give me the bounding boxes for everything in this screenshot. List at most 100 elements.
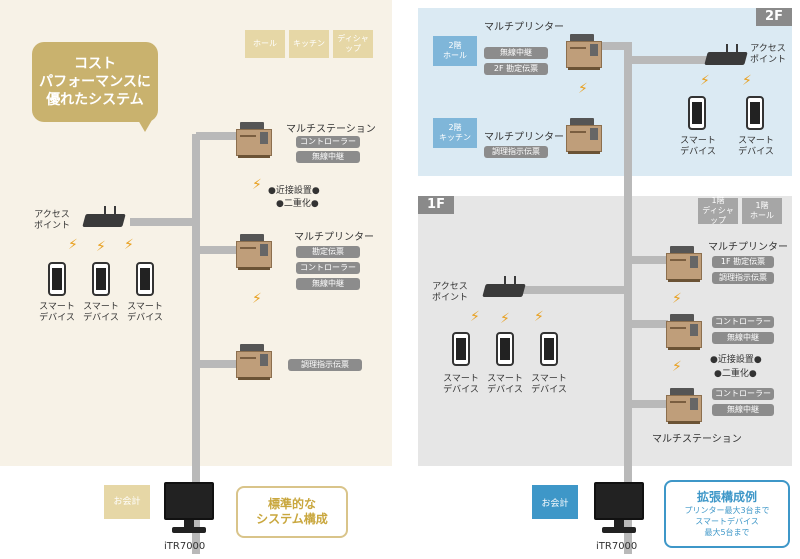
multi-station-icon — [666, 314, 702, 350]
pill-1f-account-slip: 1F 勘定伝票 — [712, 256, 774, 268]
wireless-spark-icon: ⚡ — [578, 81, 588, 97]
smart-device-label: スマートデバイス — [531, 374, 567, 395]
branch-line-1f-station2 — [628, 400, 668, 408]
redundancy-line1: ●近接設置● — [710, 355, 762, 365]
pill-wireless-relay: 無線中継 — [712, 332, 774, 344]
wireless-spark-icon: ⚡ — [470, 309, 480, 325]
zone-2f-kitchen: 2階キッチン — [433, 118, 477, 148]
smartphone-icon — [48, 262, 66, 296]
branch-line-1f-ap — [520, 286, 628, 294]
multi-printer-icon — [666, 246, 702, 282]
redundancy-line2: ●二重化● — [276, 199, 319, 209]
wireless-spark-icon: ⚡ — [252, 291, 262, 307]
pill-cooking-slip: 調理指示伝票 — [288, 359, 362, 371]
smartphone-icon — [746, 96, 764, 130]
zone-kitchen: キッチン — [289, 30, 329, 58]
smart-device-label: スマートデバイス — [127, 302, 163, 323]
wireless-spark-icon: ⚡ — [68, 237, 78, 253]
multi-printer-icon — [236, 234, 272, 270]
branch-line-2f-ap — [628, 56, 708, 64]
multi-station-icon — [236, 122, 272, 158]
pill-controller: コントローラー — [712, 316, 774, 328]
smart-device-label: スマートデバイス — [680, 136, 716, 157]
extended-system-note: 拡張構成例 プリンター最大3台まで スマートデバイス 最大5台まで — [664, 480, 790, 548]
smartphone-icon — [136, 262, 154, 296]
branch-line-2f — [600, 42, 628, 50]
multi-printer-label: マルチプリンター — [484, 22, 564, 33]
multi-station-label: マルチステーション — [286, 124, 376, 135]
floor-1-panel — [418, 196, 792, 466]
pill-controller: コントローラー — [712, 388, 774, 400]
standard-system-note: 標準的なシステム構成 — [236, 486, 348, 538]
wireless-spark-icon: ⚡ — [742, 73, 752, 89]
multi-station-label: マルチステーション — [652, 434, 742, 445]
smartphone-icon — [496, 332, 514, 366]
smart-device-label: スマートデバイス — [738, 136, 774, 157]
wireless-spark-icon: ⚡ — [534, 309, 544, 325]
zone-hall: ホール — [245, 30, 285, 58]
pill-wireless-relay: 無線中継 — [484, 47, 548, 59]
network-trunk-line — [192, 134, 200, 554]
pill-controller: コントローラー — [296, 262, 360, 274]
pill-cooking-slip: 調理指示伝票 — [712, 272, 774, 284]
pos-model-label: iTR7000 — [164, 541, 206, 552]
access-point-label: アクセスポイント — [431, 282, 468, 303]
multi-station-icon — [666, 388, 702, 424]
multi-printer-icon — [566, 118, 602, 154]
floor-1-tag: 1F — [418, 196, 454, 214]
multi-printer-label: マルチプリンター — [484, 132, 564, 143]
access-point-label: アクセスポイント — [33, 210, 70, 231]
zone-dishup: ディシャップ — [333, 30, 373, 58]
redundancy-line2: ●二重化● — [714, 369, 757, 379]
pill-controller: コントローラー — [296, 136, 360, 148]
smartphone-icon — [688, 96, 706, 130]
branch-line-station — [196, 132, 238, 140]
smart-device-label: スマートデバイス — [39, 302, 75, 323]
access-point-icon — [704, 44, 748, 66]
multi-printer-icon — [566, 34, 602, 70]
cost-performance-bubble: コストパフォーマンスに優れたシステム — [32, 42, 158, 122]
pos-terminal-icon — [594, 482, 644, 534]
multi-printer-label: マルチプリンター — [708, 242, 788, 253]
pill-2f-account-slip: 2F 勘定伝票 — [484, 63, 548, 75]
wireless-spark-icon: ⚡ — [672, 291, 682, 307]
pill-wireless-relay: 無線中継 — [296, 151, 360, 163]
wireless-spark-icon: ⚡ — [500, 311, 510, 327]
wireless-spark-icon: ⚡ — [252, 177, 262, 193]
pill-account-slip: 勘定伝票 — [296, 246, 360, 258]
zone-2f-hall: 2階ホール — [433, 36, 477, 66]
multi-printer-label: マルチプリンター — [294, 232, 374, 243]
smartphone-icon — [540, 332, 558, 366]
wireless-spark-icon: ⚡ — [124, 237, 134, 253]
zone-1f-dishup: 1階ディシャップ — [698, 196, 738, 225]
smartphone-icon — [92, 262, 110, 296]
pill-wireless-relay: 無線中継 — [712, 404, 774, 416]
floor-2-panel — [418, 8, 792, 176]
checkout-tag: お会計 — [532, 485, 578, 519]
access-point-icon — [482, 276, 526, 298]
smartphone-icon — [452, 332, 470, 366]
branch-line-printer2 — [196, 360, 238, 368]
bubble-tail — [138, 120, 152, 132]
pos-terminal-icon — [164, 482, 214, 534]
network-trunk-line — [624, 42, 632, 554]
pos-model-label: iTR7000 — [596, 541, 638, 552]
wireless-spark-icon: ⚡ — [700, 73, 710, 89]
checkout-tag: お会計 — [104, 485, 150, 519]
access-point-icon — [82, 206, 126, 228]
branch-line-printer — [196, 246, 238, 254]
pill-cooking-slip: 調理指示伝票 — [484, 146, 548, 158]
wireless-spark-icon: ⚡ — [96, 239, 106, 255]
smart-device-label: スマートデバイス — [487, 374, 523, 395]
branch-line-ap — [130, 218, 196, 226]
smart-device-label: スマートデバイス — [443, 374, 479, 395]
floor-2-tag: 2F — [756, 8, 792, 26]
redundancy-line1: ●近接設置● — [268, 186, 320, 196]
multi-printer-icon — [236, 344, 272, 380]
branch-line-1f-station — [628, 320, 668, 328]
wireless-spark-icon: ⚡ — [672, 359, 682, 375]
branch-line-1f-printer — [628, 256, 668, 264]
smart-device-label: スマートデバイス — [83, 302, 119, 323]
access-point-label: アクセスポイント — [749, 44, 786, 65]
pill-wireless-relay: 無線中継 — [296, 278, 360, 290]
